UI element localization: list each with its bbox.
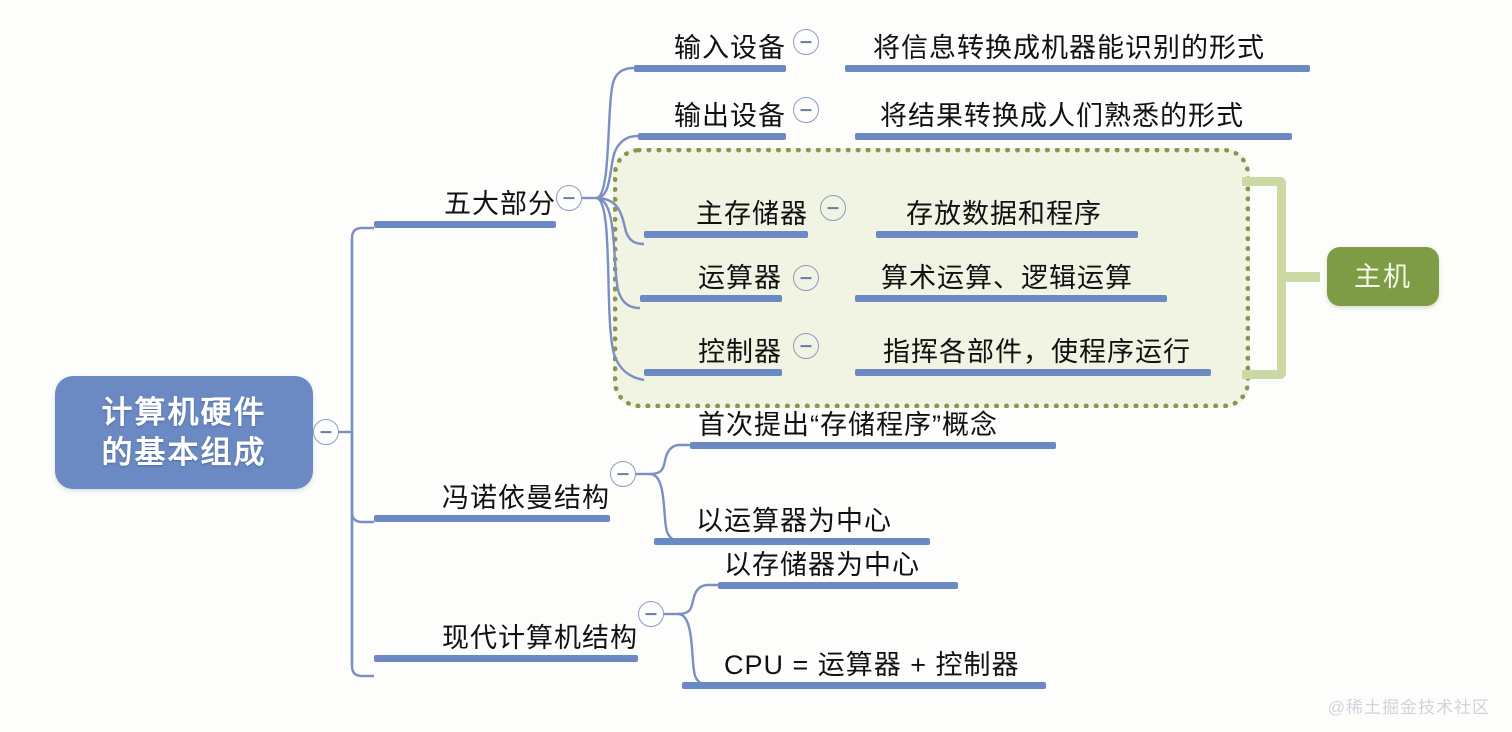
node-memory-centric[interactable]: 以存储器为中心 bbox=[718, 547, 958, 589]
node-label: 以存储器为中心 bbox=[724, 550, 920, 580]
node-bar bbox=[845, 65, 1310, 72]
collapse-minus-icon-five-parts[interactable] bbox=[556, 185, 582, 211]
node-controller[interactable]: 控制器 bbox=[644, 334, 782, 376]
node-label: 主存储器 bbox=[696, 199, 808, 229]
branch-label: 现代计算机结构 bbox=[442, 623, 638, 653]
collapse-minus-icon-input-device[interactable] bbox=[793, 29, 819, 55]
node-alu-desc[interactable]: 算术运算、逻辑运算 bbox=[855, 260, 1167, 302]
root-label-line1: 计算机硬件 bbox=[101, 394, 267, 430]
collapse-minus-icon-modern-structure[interactable] bbox=[638, 601, 664, 627]
node-alu[interactable]: 运算器 bbox=[640, 260, 782, 302]
collapse-minus-icon-controller[interactable] bbox=[793, 333, 819, 359]
host-badge[interactable]: 主机 bbox=[1327, 247, 1439, 306]
node-bar bbox=[855, 369, 1211, 376]
node-label: 输入设备 bbox=[674, 33, 786, 63]
node-main-memory-desc[interactable]: 存放数据和程序 bbox=[876, 196, 1138, 238]
node-bar bbox=[855, 295, 1167, 302]
host-group-box bbox=[613, 148, 1250, 408]
collapse-minus-icon-main-memory[interactable] bbox=[820, 195, 846, 221]
branch-label: 冯诺依曼结构 bbox=[442, 483, 610, 513]
collapse-minus-icon-root[interactable] bbox=[313, 419, 339, 445]
branch-bar bbox=[374, 515, 610, 522]
branch-label: 五大部分 bbox=[444, 189, 556, 219]
node-bar bbox=[682, 682, 1046, 689]
collapse-minus-icon-output-device[interactable] bbox=[793, 97, 819, 123]
branch-modern-structure[interactable]: 现代计算机结构 bbox=[374, 620, 638, 662]
branch-von-neumann[interactable]: 冯诺依曼结构 bbox=[374, 480, 610, 522]
root-node-label: 计算机硬件 的基本组成 bbox=[55, 393, 313, 473]
watermark: @稀土掘金技术社区 bbox=[1327, 698, 1490, 717]
node-bar bbox=[876, 231, 1138, 238]
host-group-bracket bbox=[1242, 177, 1286, 379]
node-main-memory[interactable]: 主存储器 bbox=[644, 196, 808, 238]
node-label: 运算器 bbox=[698, 263, 782, 293]
collapse-minus-icon-alu[interactable] bbox=[793, 265, 819, 291]
node-bar bbox=[644, 369, 782, 376]
node-controller-desc[interactable]: 指挥各部件，使程序运行 bbox=[855, 334, 1211, 376]
node-label: 控制器 bbox=[698, 337, 782, 367]
node-bar bbox=[690, 442, 1056, 449]
branch-five-parts[interactable]: 五大部分 bbox=[374, 186, 556, 228]
branch-bar bbox=[374, 221, 556, 228]
node-bar bbox=[634, 65, 786, 72]
node-bar bbox=[644, 231, 808, 238]
node-output-device[interactable]: 输出设备 bbox=[638, 98, 786, 140]
node-bar bbox=[718, 582, 958, 589]
node-bar bbox=[654, 538, 930, 545]
node-bar bbox=[640, 295, 782, 302]
root-node[interactable]: 计算机硬件 的基本组成 bbox=[55, 376, 313, 489]
node-desc-label: 算术运算、逻辑运算 bbox=[881, 263, 1133, 293]
node-input-device-desc[interactable]: 将信息转换成机器能识别的形式 bbox=[845, 30, 1310, 72]
node-desc-label: 将结果转换成人们熟悉的形式 bbox=[880, 101, 1244, 131]
node-label: 以运算器为中心 bbox=[696, 506, 892, 536]
node-alu-centric[interactable]: 以运算器为中心 bbox=[654, 503, 930, 545]
collapse-minus-icon-von-neumann[interactable] bbox=[610, 461, 636, 487]
node-input-device[interactable]: 输入设备 bbox=[634, 30, 786, 72]
node-bar bbox=[638, 133, 786, 140]
node-desc-label: 存放数据和程序 bbox=[906, 199, 1102, 229]
node-output-device-desc[interactable]: 将结果转换成人们熟悉的形式 bbox=[855, 98, 1292, 140]
node-cpu-formula[interactable]: CPU = 运算器 + 控制器 bbox=[682, 647, 1046, 689]
host-group-stem bbox=[1283, 272, 1320, 282]
node-label: CPU = 运算器 + 控制器 bbox=[724, 650, 1020, 680]
node-stored-program[interactable]: 首次提出“存储程序”概念 bbox=[690, 407, 1056, 449]
node-desc-label: 指挥各部件，使程序运行 bbox=[883, 337, 1191, 367]
node-label: 输出设备 bbox=[674, 101, 786, 131]
node-bar bbox=[855, 133, 1292, 140]
node-desc-label: 将信息转换成机器能识别的形式 bbox=[873, 33, 1265, 63]
root-label-line2: 的基本组成 bbox=[101, 434, 267, 470]
host-badge-label: 主机 bbox=[1354, 261, 1412, 292]
node-label: 首次提出“存储程序”概念 bbox=[698, 410, 998, 440]
branch-bar bbox=[374, 655, 638, 662]
